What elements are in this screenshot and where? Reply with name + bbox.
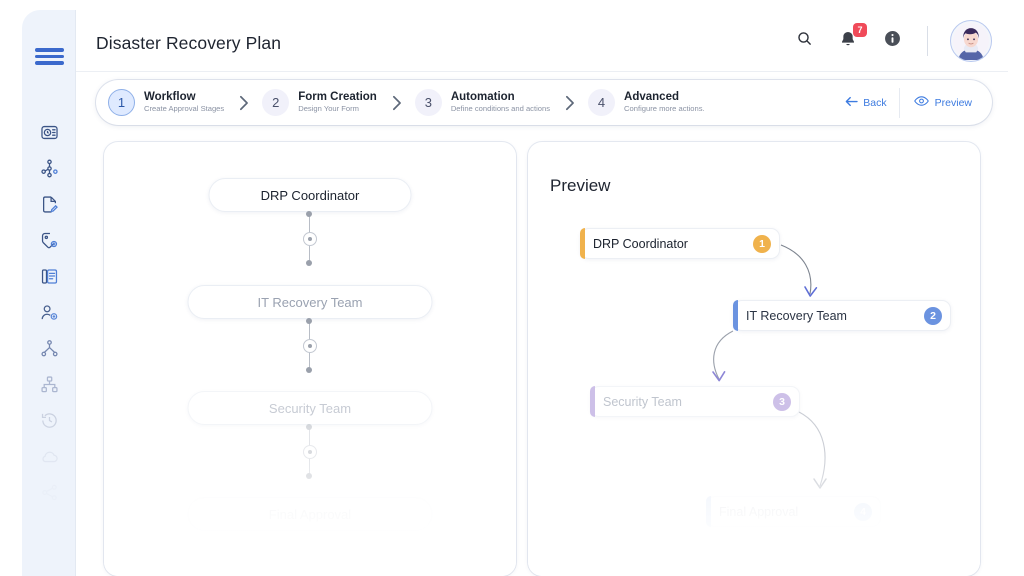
org-chart-icon <box>40 375 59 394</box>
chevron-right-icon <box>391 95 402 111</box>
step-1-workflow[interactable]: 1 Workflow Create Approval Stages <box>104 89 228 116</box>
preview-node-label: DRP Coordinator <box>593 236 688 251</box>
step-3-automation[interactable]: 3 Automation Define conditions and actio… <box>411 89 554 116</box>
history-icon <box>40 411 59 430</box>
preview-node-it-recovery-team[interactable]: IT Recovery Team 2 <box>733 300 951 331</box>
builder-node-label: IT Recovery Team <box>257 294 363 310</box>
preview-node-badge: 4 <box>854 502 872 521</box>
builder-node-drp-coordinator[interactable]: DRP Coordinator <box>208 178 412 212</box>
sidebar-item-history[interactable] <box>22 402 76 438</box>
step-2-subtitle: Design Your Form <box>298 104 359 114</box>
builder-node-final-approval[interactable]: Final Approval <box>187 497 433 531</box>
avatar[interactable] <box>950 20 992 62</box>
dashboard-clock-icon <box>40 123 59 142</box>
notifications-button[interactable]: 7 <box>835 23 867 54</box>
preview-node-drp-coordinator[interactable]: DRP Coordinator 1 <box>580 228 780 259</box>
step-1-title: Workflow <box>144 91 196 104</box>
sidebar <box>22 10 76 576</box>
preview-node-final-approval[interactable]: Final Approval 4 <box>706 496 881 527</box>
workflow-builder-panel: DRP Coordinator IT Recovery Team Securit… <box>104 142 516 576</box>
sidebar-item-dashboard[interactable] <box>22 114 76 150</box>
chevron-right-icon <box>564 95 575 111</box>
header-divider <box>927 26 928 56</box>
step-4-title: Advanced <box>624 91 679 104</box>
hierarchy-icon <box>40 339 59 358</box>
sidebar-item-users[interactable] <box>22 294 76 330</box>
preview-node-accent-bar <box>580 228 585 259</box>
step-4-number: 4 <box>588 89 616 116</box>
builder-node-label: Security Team <box>268 400 352 416</box>
sidebar-item-hierarchy[interactable] <box>22 330 76 366</box>
step-4-subtitle: Configure more actions. <box>624 104 705 114</box>
preview-node-label: Security Team <box>603 394 682 409</box>
step-3-title: Automation <box>450 91 515 104</box>
cloud-icon <box>40 447 59 466</box>
back-button[interactable]: Back <box>845 96 898 110</box>
sidebar-item-cloud[interactable] <box>22 438 76 474</box>
preview-node-badge: 1 <box>753 234 771 253</box>
page-title: Disaster Recovery Plan <box>96 33 282 53</box>
sidebar-icon-list <box>22 114 76 510</box>
add-step-node[interactable] <box>303 444 317 459</box>
notification-badge: 7 <box>853 23 867 37</box>
step-3-subtitle: Define conditions and actions <box>450 104 551 114</box>
settings-tag-icon <box>40 231 59 250</box>
preview-panel: Preview DRP Coordinator 1 IT Recovery Te… <box>528 142 980 576</box>
step-1-subtitle: Create Approval Stages <box>144 104 225 114</box>
sidebar-item-workflow[interactable] <box>22 150 76 186</box>
chevron-right-icon <box>238 95 249 111</box>
header-actions: 7 <box>791 10 992 72</box>
info-icon <box>883 29 902 53</box>
step-2-form-creation[interactable]: 2 Form Creation Design Your Form <box>258 89 381 116</box>
preview-node-badge: 3 <box>773 392 791 411</box>
info-button[interactable] <box>879 28 905 54</box>
search-icon <box>796 30 813 52</box>
preview-title: Preview <box>550 176 611 195</box>
step-1-number: 1 <box>108 89 135 116</box>
stepper-divider <box>898 87 900 118</box>
step-2-title: Form Creation <box>298 91 377 104</box>
back-label: Back <box>863 96 887 109</box>
preview-node-badge: 2 <box>924 306 942 325</box>
sidebar-item-share[interactable] <box>22 474 76 510</box>
step-2-number: 2 <box>262 89 290 116</box>
eye-icon <box>913 95 929 110</box>
documents-stack-icon <box>40 267 59 286</box>
sidebar-item-org-chart[interactable] <box>22 366 76 402</box>
builder-connector-1 <box>301 211 319 266</box>
document-edit-icon <box>40 195 59 214</box>
builder-connector-3 <box>301 424 319 479</box>
preview-button[interactable]: Preview <box>900 95 986 110</box>
step-3-number: 3 <box>414 89 442 116</box>
arrow-left-icon <box>845 96 858 110</box>
builder-node-label: Final Approval <box>268 506 352 522</box>
user-add-icon <box>40 303 59 322</box>
preview-node-accent-bar <box>706 496 711 527</box>
sidebar-item-settings[interactable] <box>22 222 76 258</box>
preview-node-accent-bar <box>590 386 595 417</box>
add-step-node[interactable] <box>303 338 317 353</box>
stepper: 1 Workflow Create Approval Stages 2 Form… <box>96 80 992 125</box>
builder-node-security-team[interactable]: Security Team <box>187 391 433 425</box>
preview-node-label: Final Approval <box>719 504 799 519</box>
preview-node-security-team[interactable]: Security Team 3 <box>590 386 800 417</box>
search-button[interactable] <box>791 28 817 54</box>
header: Disaster Recovery Plan 7 <box>76 10 1008 72</box>
share-icon <box>40 483 59 502</box>
sidebar-item-documents[interactable] <box>22 258 76 294</box>
add-step-node[interactable] <box>303 231 317 246</box>
hamburger-menu-icon[interactable] <box>35 48 64 65</box>
workflow-nodes-icon <box>40 159 59 178</box>
builder-node-it-recovery-team[interactable]: IT Recovery Team <box>187 285 433 319</box>
preview-label: Preview <box>934 96 972 109</box>
sidebar-item-edit-document[interactable] <box>22 186 76 222</box>
preview-node-label: IT Recovery Team <box>746 308 847 323</box>
preview-node-accent-bar <box>733 300 738 331</box>
builder-node-label: DRP Coordinator <box>260 187 360 203</box>
step-4-advanced[interactable]: 4 Advanced Configure more actions. <box>584 89 709 116</box>
bell-icon <box>839 30 857 53</box>
builder-connector-2 <box>301 318 319 373</box>
